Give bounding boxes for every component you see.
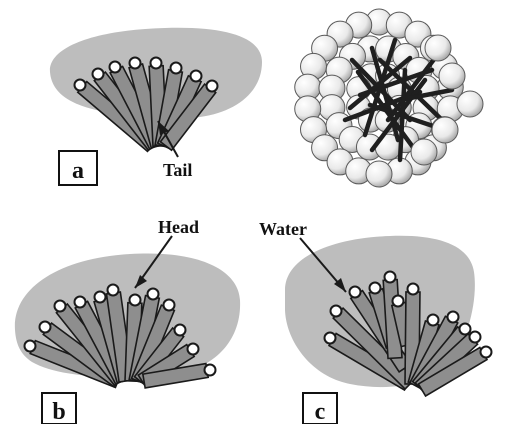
surfactant-head (130, 58, 141, 69)
surfactant-head (205, 365, 216, 376)
micelle-head-sphere (425, 35, 451, 61)
micelle-head-sphere (432, 117, 458, 143)
panel-c-label: c (315, 399, 326, 424)
micelle-head-sphere (366, 161, 392, 187)
surfactant-head (428, 315, 439, 326)
surfactant-head (385, 272, 396, 283)
surfactant-head (151, 58, 162, 69)
surfactant-head (191, 71, 202, 82)
surfactant-head (350, 287, 361, 298)
micelle-sphere (295, 9, 483, 187)
water-label: Water (259, 219, 307, 239)
surfactant-head (448, 312, 459, 323)
surfactant-head (188, 344, 199, 355)
surfactant-head (75, 297, 86, 308)
micelle-head-sphere (439, 63, 465, 89)
surfactant-head (40, 322, 51, 333)
surfactant-head (370, 283, 381, 294)
surfactant-head (325, 333, 336, 344)
surfactant-head (331, 306, 342, 317)
surfactant-head (95, 292, 106, 303)
surfactant-head (130, 295, 141, 306)
surfactant-head (175, 325, 186, 336)
tail-label: Tail (163, 160, 192, 180)
surfactant-head (55, 301, 66, 312)
panel-c-disordered-fan: Water c (259, 219, 492, 424)
surfactant-head (460, 324, 471, 335)
surfactant-head (25, 341, 36, 352)
surfactant-head (164, 300, 175, 311)
surfactant-head (148, 289, 159, 300)
surfactant-head (207, 81, 218, 92)
surfactant-head (75, 80, 86, 91)
panel-b-bilayer-fan: Head b (15, 217, 240, 424)
surfactant-head (470, 332, 481, 343)
head-label: Head (158, 217, 199, 237)
surfactant-head (171, 63, 182, 74)
micelle-head-sphere (411, 139, 437, 165)
micelle-head-sphere (457, 91, 483, 117)
surfactant-head (108, 285, 119, 296)
surfactant-head (110, 62, 121, 73)
panel-a-surfactant-fan: a Tail (50, 28, 262, 185)
surfactant-head (393, 296, 404, 307)
surfactant-head (93, 69, 104, 80)
surfactant-head (408, 284, 419, 295)
panel-b-label: b (52, 399, 65, 424)
surfactant-head (481, 347, 492, 358)
panel-a-label: a (72, 158, 84, 184)
